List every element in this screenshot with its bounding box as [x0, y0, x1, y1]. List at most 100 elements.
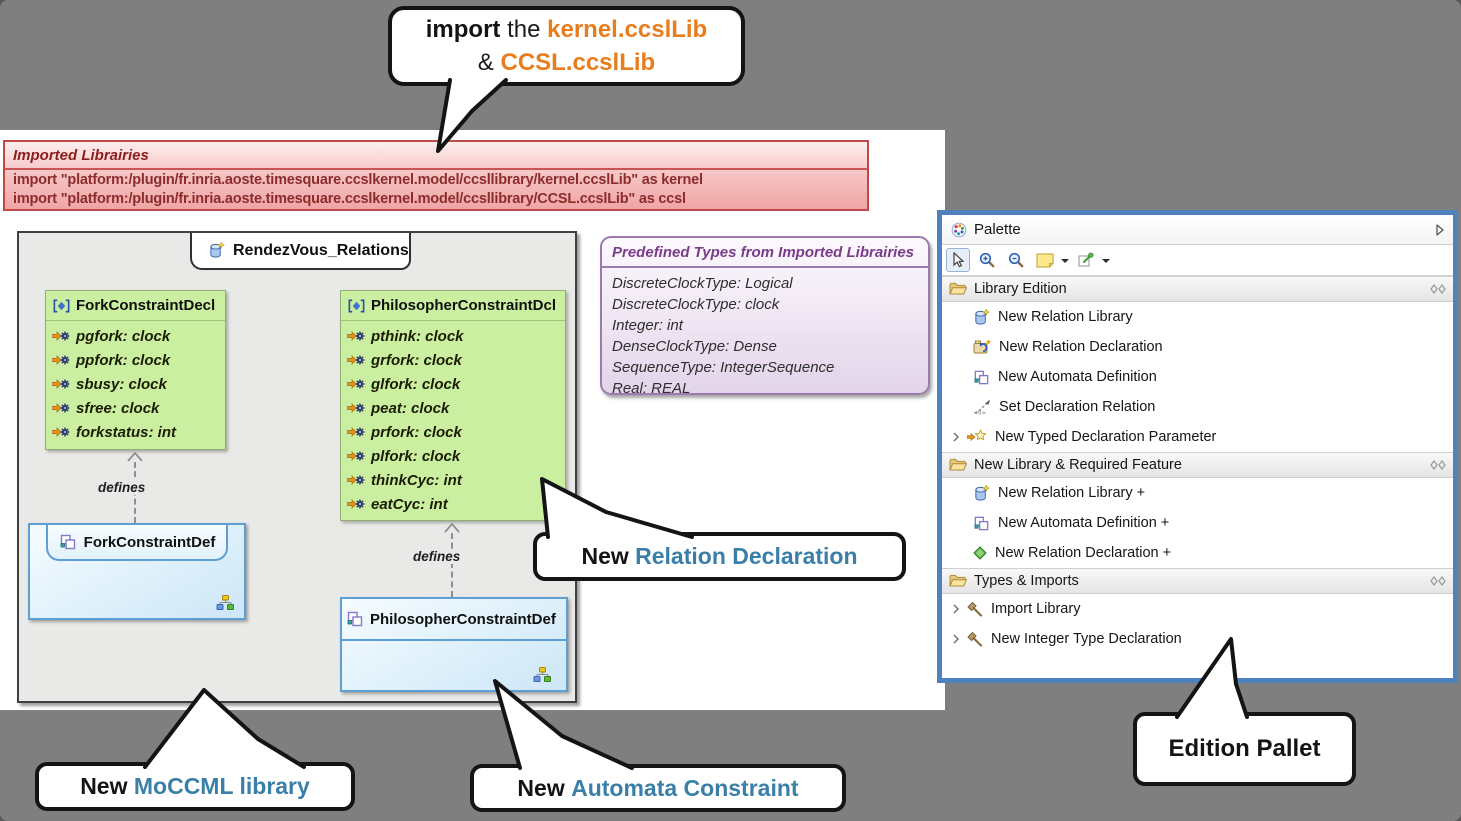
section-new-library-required-feature[interactable]: New Library & Required Feature [942, 452, 1453, 478]
palette-item-new-relation-library[interactable]: New Relation Library [942, 302, 1453, 332]
predefined-types-note[interactable]: Predefined Types from Imported Librairie… [600, 236, 930, 397]
zoom-in-icon [979, 252, 995, 268]
import-note-line2: & CCSL.ccslLib [477, 49, 656, 76]
palette-toolbar [942, 245, 1453, 276]
declaration-row[interactable]: sbusy: clock [52, 372, 221, 396]
palette-item-set-declaration-relation[interactable]: Set Declaration Relation [942, 392, 1453, 422]
declaration-row[interactable]: eatCyc: int [347, 492, 561, 516]
item-label: New Relation Declaration + [995, 545, 1172, 561]
section-types-imports[interactable]: Types & Imports [942, 568, 1453, 594]
import-note-line1: import the kernel.ccslLib [425, 16, 708, 43]
relation-declaration-icon [52, 299, 71, 313]
fork-constraint-def-box[interactable]: ForkConstraintDef [28, 523, 246, 620]
declaration-row[interactable]: peat: clock [347, 396, 561, 420]
pin-toggle-icon[interactable] [1430, 460, 1446, 470]
declaration-row[interactable]: pthink: clock [347, 324, 561, 348]
declaration-row[interactable]: plfork: clock [347, 444, 561, 468]
defines-edge[interactable] [451, 533, 453, 597]
declaration-row[interactable]: prfork: clock [347, 420, 561, 444]
declaration-text: eatCyc: int [371, 495, 448, 513]
declaration-row[interactable]: grfork: clock [347, 348, 561, 372]
relation-declaration-icon [973, 339, 991, 355]
relation-declaration-icon [347, 299, 366, 313]
library-icon [208, 242, 225, 259]
hammer-icon [967, 632, 983, 647]
collapse-arrow-icon[interactable] [1436, 224, 1444, 236]
pin-note-tool-button[interactable] [1074, 248, 1098, 272]
declaration-row[interactable]: forkstatus: int [52, 420, 221, 444]
new-relation-declaration-callout: New Relation Declaration [533, 532, 906, 581]
declaration-text: sfree: clock [76, 399, 160, 417]
new-automata-constraint-callout: New Automata Constraint [470, 764, 846, 812]
section-label: Library Edition [974, 281, 1067, 297]
import-statement: import "platform:/plugin/fr.inria.aoste.… [13, 191, 686, 207]
declaration-text: pthink: clock [371, 327, 464, 345]
item-label: New Relation Declaration [999, 339, 1163, 355]
expander-icon[interactable] [953, 604, 959, 614]
pin-note-dropdown-caret[interactable] [1102, 258, 1110, 267]
item-label: New Typed Declaration Parameter [995, 429, 1217, 445]
parameter-icon [347, 449, 365, 463]
declaration-row[interactable]: pgfork: clock [52, 324, 221, 348]
parameter-icon [52, 401, 70, 415]
zoom-out-button[interactable] [1004, 248, 1028, 272]
palette-item-new-automata-definition[interactable]: New Automata Definition [942, 362, 1453, 392]
green-diamond-icon [973, 546, 987, 560]
declaration-text: pgfork: clock [76, 327, 171, 345]
declaration-row[interactable]: glfork: clock [347, 372, 561, 396]
section-library-edition[interactable]: Library Edition [942, 276, 1453, 302]
philosopher-constraint-decl-box[interactable]: PhilosopherConstraintDcl pthink: clock g… [340, 290, 566, 521]
palette-icon [951, 222, 967, 238]
automata-icon [59, 533, 77, 551]
declaration-row[interactable]: sfree: clock [52, 396, 221, 420]
declaration-text: peat: clock [371, 399, 450, 417]
automata-icon [973, 369, 990, 386]
imported-libraries-note[interactable]: Imported Librairies import "platform:/pl… [3, 140, 869, 211]
palette-item-import-library[interactable]: Import Library [942, 594, 1453, 624]
pin-toggle-icon[interactable] [1430, 576, 1446, 586]
declaration-text: plfork: clock [371, 447, 461, 465]
declaration-text: ppfork: clock [76, 351, 171, 369]
palette-item-new-relation-library-plus[interactable]: New Relation Library + [942, 478, 1453, 508]
relation-library-tab[interactable]: RendezVous_Relations [190, 233, 411, 270]
type-entry: Integer: int [612, 317, 683, 334]
palette-panel: Palette Library Edition New Relation Lib… [937, 210, 1458, 683]
org-chart-icon [533, 667, 552, 683]
library-icon [973, 309, 990, 326]
select-tool-button[interactable] [946, 248, 970, 272]
parameter-icon [347, 497, 365, 511]
palette-item-new-relation-declaration-plus[interactable]: New Relation Declaration + [942, 538, 1453, 568]
palette-item-new-relation-declaration[interactable]: New Relation Declaration [942, 332, 1453, 362]
palette-item-new-typed-declaration-parameter[interactable]: New Typed Declaration Parameter [942, 422, 1453, 452]
declaration-text: glfork: clock [371, 375, 461, 393]
palette-item-new-integer-type-declaration[interactable]: New Integer Type Declaration [942, 624, 1453, 654]
pin-toggle-icon[interactable] [1430, 284, 1446, 294]
declaration-text: grfork: clock [371, 351, 462, 369]
philosopher-constraint-def-box[interactable]: PhilosopherConstraintDef [340, 597, 568, 692]
note-tool-button[interactable] [1033, 248, 1057, 272]
declaration-row[interactable]: ppfork: clock [52, 348, 221, 372]
type-entry: SequenceType: IntegerSequence [612, 359, 835, 376]
fork-constraint-decl-box[interactable]: ForkConstraintDecl pgfork: clock ppfork:… [45, 290, 226, 450]
decl-box-title: PhilosopherConstraintDcl [371, 297, 557, 314]
edition-pallet-callout: Edition Pallet [1133, 712, 1356, 786]
palette-header[interactable]: Palette [942, 215, 1453, 245]
declaration-row[interactable]: thinkCyc: int [347, 468, 561, 492]
def-box-title: PhilosopherConstraintDef [370, 610, 556, 628]
palette-title: Palette [974, 221, 1021, 238]
expander-icon[interactable] [953, 432, 959, 442]
note-icon [1036, 252, 1054, 268]
expander-icon[interactable] [953, 634, 959, 644]
imported-libraries-title: Imported Librairies [5, 142, 867, 170]
zoom-in-button[interactable] [975, 248, 999, 272]
hammer-icon [967, 602, 983, 617]
edge-arrowhead-icon [127, 452, 143, 462]
note-dropdown-caret[interactable] [1061, 258, 1069, 267]
palette-item-new-automata-definition-plus[interactable]: New Automata Definition + [942, 508, 1453, 538]
item-label: New Relation Library + [998, 485, 1146, 501]
new-moccml-library-callout: New MoCCML library [35, 762, 355, 811]
pin-note-icon [1078, 252, 1094, 268]
section-label: New Library & Required Feature [974, 457, 1182, 473]
cursor-icon [950, 252, 966, 268]
declaration-text: sbusy: clock [76, 375, 167, 393]
